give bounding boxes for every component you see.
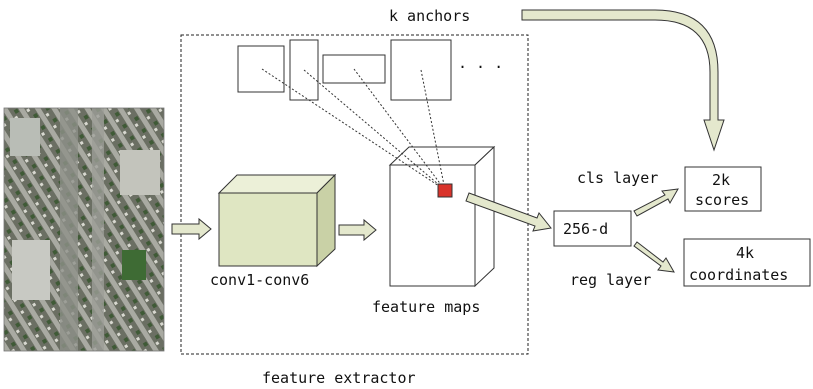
d256-label: 256-d bbox=[563, 220, 608, 238]
image-to-conv-arrow bbox=[171, 217, 212, 241]
coordinates-label: coordinates bbox=[689, 266, 788, 284]
sliding-window-cell bbox=[437, 183, 453, 198]
cls-layer-label: cls layer bbox=[577, 169, 658, 187]
conv-block bbox=[217, 173, 337, 268]
feature-maps-block bbox=[388, 145, 496, 288]
reg-arrow bbox=[633, 241, 675, 273]
scores-box bbox=[684, 166, 762, 212]
reg-layer-label: reg layer bbox=[570, 271, 651, 289]
conv-to-feature-arrow bbox=[338, 218, 377, 242]
k-anchors-arrow bbox=[521, 9, 725, 152]
cell-to-256d-arrow bbox=[465, 192, 552, 232]
aerial-city-image bbox=[3, 107, 165, 352]
conv-label: conv1-conv6 bbox=[210, 271, 309, 289]
anchor-projection-lines bbox=[261, 68, 446, 191]
coordinates-box bbox=[683, 238, 811, 287]
coordinates-count: 4k bbox=[736, 244, 754, 262]
anchor-ellipsis: · · · bbox=[458, 58, 503, 76]
feature-extractor-label: feature extractor bbox=[262, 369, 416, 387]
feature-extractor-box bbox=[180, 34, 529, 355]
d256-box bbox=[553, 210, 632, 247]
scores-count: 2k bbox=[712, 171, 730, 189]
feature-maps-label: feature maps bbox=[372, 298, 480, 316]
anchor-boxes bbox=[237, 39, 452, 101]
k-anchors-label: k anchors bbox=[389, 7, 470, 25]
scores-label: scores bbox=[695, 191, 749, 209]
cls-arrow bbox=[633, 188, 679, 217]
